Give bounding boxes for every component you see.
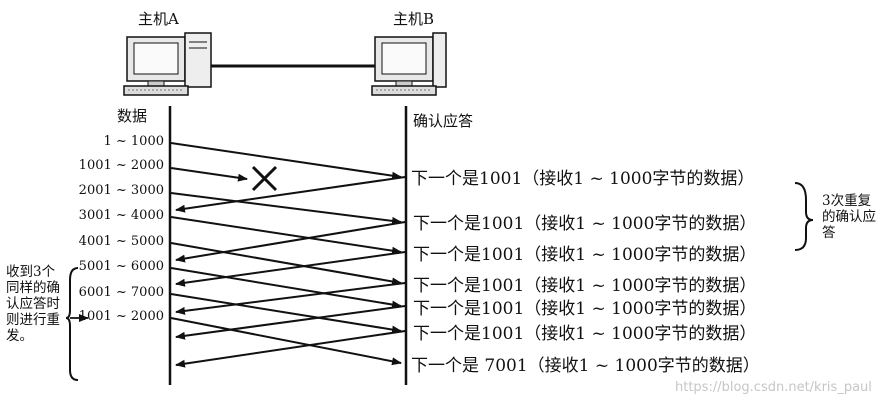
ack-label: 下一个是1001（接收1 ~ 1000字节的数据） xyxy=(413,240,756,265)
ack-arrow xyxy=(176,177,405,210)
segment-arrow xyxy=(171,243,401,283)
segment-arrow-lost xyxy=(171,168,247,179)
ack-arrow xyxy=(176,252,405,284)
ack-label: 下一个是1001（接收1 ~ 1000字节的数据） xyxy=(413,294,756,319)
ack-label: 下一个是1001（接收1 ~ 1000字节的数据） xyxy=(413,319,756,344)
ack-arrow xyxy=(176,306,405,337)
segment-arrow xyxy=(171,143,401,177)
segment-label: 4001 ~ 5000 xyxy=(79,234,164,249)
sender-column-label: 数据 xyxy=(117,105,147,126)
ack-arrow xyxy=(176,222,405,260)
ack-label: 下一个是1001（接收1 ~ 1000字节的数据） xyxy=(413,209,756,234)
computer-icon xyxy=(124,33,211,95)
watermark: https://blog.csdn.net/kris_paul xyxy=(675,380,872,395)
ack-label: 下一个是 7001（接收1 ~ 1000字节的数据） xyxy=(411,351,760,376)
ack-arrows xyxy=(176,177,405,365)
ack-label: 下一个是1001（接收1 ~ 1000字节的数据） xyxy=(411,164,754,189)
host-b-label: 主机B xyxy=(393,8,434,29)
host-a-label: 主机A xyxy=(138,8,179,29)
ack-label: 下一个是1001（接收1 ~ 1000字节的数据） xyxy=(413,271,756,296)
receiver-column-label: 确认应答 xyxy=(413,110,473,131)
computer-icon xyxy=(372,33,446,95)
lost-segment-x-icon xyxy=(253,167,276,190)
segment-label: 2001 ~ 3000 xyxy=(79,183,164,198)
ack-arrow xyxy=(176,331,405,365)
retransmit-note: 收到3个同样的确认应答时则进行重发。 xyxy=(6,264,66,344)
segment-label: 1 ~ 1000 xyxy=(103,134,164,149)
segment-arrow xyxy=(171,217,401,252)
segment-label: 5001 ~ 6000 xyxy=(79,259,164,274)
segment-label: 3001 ~ 4000 xyxy=(79,208,164,223)
duplicate-ack-brace xyxy=(795,183,813,250)
duplicate-ack-note: 3次重复的确认应答 xyxy=(822,193,882,241)
retransmit-bracket xyxy=(66,268,78,380)
segment-arrow xyxy=(171,193,401,222)
segment-label: 6001 ~ 7000 xyxy=(79,285,164,300)
segment-label: 1001 ~ 2000 xyxy=(79,309,164,324)
segment-label: 1001 ~ 2000 xyxy=(79,158,164,173)
data-segment-arrows xyxy=(171,143,401,363)
